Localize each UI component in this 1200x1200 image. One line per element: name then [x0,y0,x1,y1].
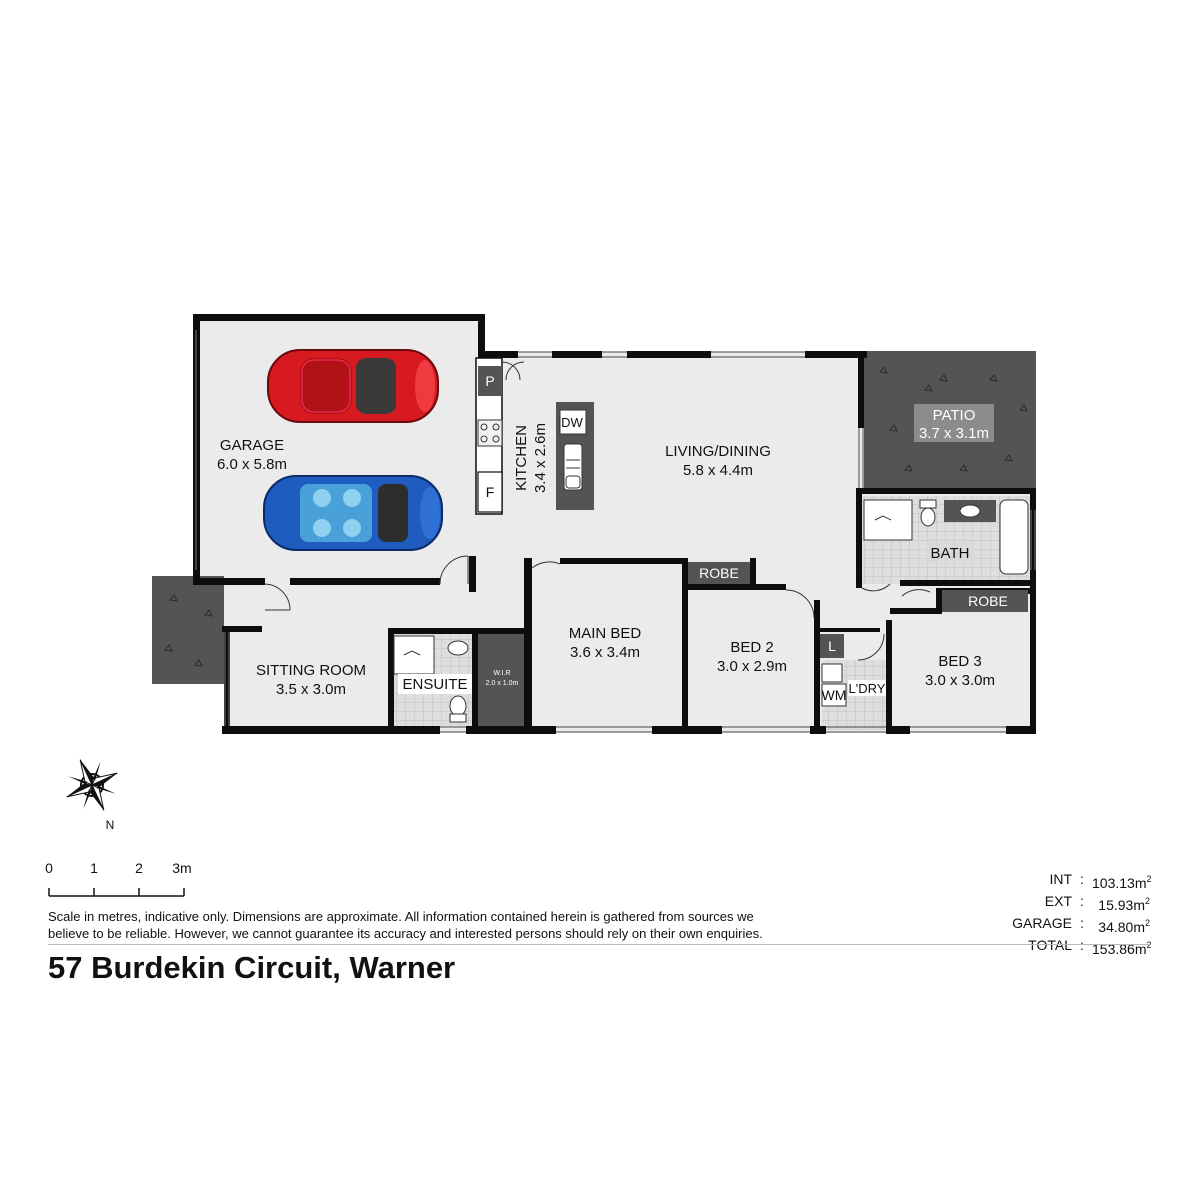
bath-fixtures [863,499,1029,575]
scale-tick-1: 1 [90,860,98,876]
scale-tick-3: 3m [172,860,191,876]
living-name: LIVING/DINING [665,443,771,460]
disclaimer-line: believe to be reliable. However, we cann… [48,926,763,941]
patio-name: PATIO [933,407,976,424]
compass-icon [66,759,118,811]
ensuite-name: ENSUITE [402,676,467,693]
blue-car-icon [263,475,443,551]
kitchen-fixtures: P F DW [477,366,594,513]
property-address: 57 Burdekin Circuit, Warner [48,950,456,985]
bed2-dims: 3.0 x 2.9m [717,658,787,675]
garage-name: GARAGE [220,437,284,454]
washing-machine-label: WM [822,687,847,703]
bed2-name: BED 2 [730,639,773,656]
area-label: INT [1049,871,1072,887]
area-row-garage: GARAGE : 34.80m2 [990,914,1150,936]
ensuite-label-bg [398,674,472,694]
area-summary: INT : 103.13m2 EXT : 15.93m2 GARAGE : 34… [990,870,1152,958]
linen-label: L [828,638,836,654]
robe-bed2-label: ROBE [699,565,739,581]
dishwasher-box [559,409,587,435]
divider [48,944,1150,945]
bath-name: BATH [931,545,970,562]
scale-tick-0: 0 [45,860,53,876]
scale-bar: 0 1 2 3m [45,860,192,897]
area-label: EXT [1044,893,1072,909]
laundry-label-bg [848,680,886,696]
linen-tag [820,634,844,658]
area-row-ext: EXT : 15.93m2 [990,892,1150,914]
sitting-name: SITTING ROOM [256,662,366,679]
patio-texture [164,366,1028,667]
doors [264,361,931,661]
area-value: 153.86m2 [1092,940,1152,957]
windows [195,330,1036,733]
robe-bed2-tag [688,562,750,584]
robe-bed3-label: ROBE [968,593,1008,609]
disclaimer-line: Scale in metres, indicative only. Dimens… [48,909,754,924]
area-row-int: INT : 103.13m2 [990,870,1152,892]
area-label: GARAGE [1012,915,1072,931]
red-car-icon [267,349,439,423]
main-bed-name: MAIN BED [569,625,642,642]
disclaimer: Scale in metres, indicative only. Dimens… [48,908,848,942]
area-row-total: TOTAL : 153.86m2 [990,936,1152,958]
ensuite-fixtures [393,635,472,723]
ensuite-shower-icon [393,635,435,675]
main-bed-dims: 3.6 x 3.4m [570,644,640,661]
kitchen-dims: 3.4 x 2.6m [532,423,549,493]
living-dims: 5.8 x 4.4m [683,462,753,479]
fridge-box [477,471,503,513]
robe-bed3-tag [942,590,1028,612]
laundry-name: L'DRY [849,681,886,696]
patio-dims: 3.7 x 3.1m [919,425,989,442]
shower-icon [863,499,913,541]
dishwasher-label: DW [561,415,583,430]
pantry-tag [478,366,502,396]
patio-label-bg [914,404,994,442]
bath-label-bg [926,542,974,562]
area-value: 15.93m2 [1098,896,1150,913]
ensuite-toilet-icon [449,695,467,723]
wir-floor [478,634,526,726]
toilet-icon [919,499,937,527]
bathtub-icon [999,499,1029,575]
ensuite-basin-icon [447,640,469,656]
area-value: 103.13m2 [1092,874,1152,891]
fridge-label: F [486,484,495,500]
wir-dims: 2.0 x 1.0m [486,680,519,687]
main-floor [476,352,864,732]
wir-name: W.I.R [493,670,510,677]
bed3-name: BED 3 [938,653,981,670]
pantry-label: P [485,373,494,389]
basin-icon [944,500,996,522]
bed3-dims: 3.0 x 3.0m [925,672,995,689]
scale-tick-2: 2 [135,860,143,876]
compass-north-label: N [106,818,115,832]
garage-dims: 6.0 x 5.8m [217,456,287,473]
washing-machine-box [821,683,847,707]
cooktop-icon [477,419,503,447]
front-porch-floor [152,576,224,684]
sink-icon [563,443,583,491]
sitting-dims: 3.5 x 3.0m [276,681,346,698]
area-label: TOTAL [1028,937,1072,953]
area-value: 34.80m2 [1098,918,1150,935]
kitchen-name: KITCHEN [513,425,530,491]
laundry-tub-icon [821,663,843,683]
laundry-fixtures: L WM [820,634,886,707]
